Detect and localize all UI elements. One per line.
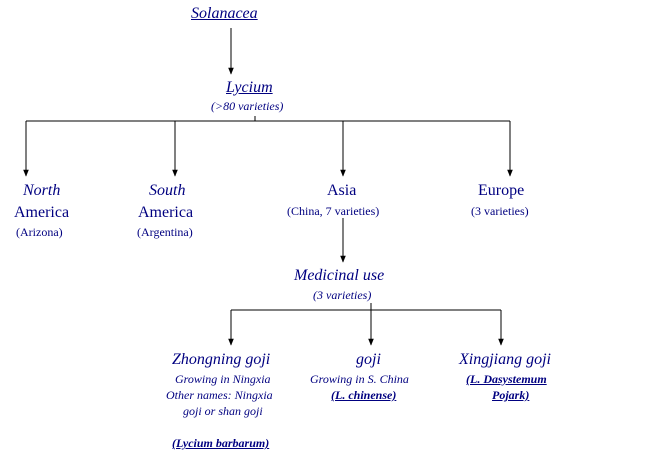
variety-xingjiang-name: Xingjiang goji xyxy=(459,351,551,368)
variety-zhongning-latin: (Lycium barbarum) xyxy=(172,436,270,450)
medicinal-note: (3 varieties) xyxy=(313,288,372,302)
region-asia-note: (China, 7 varieties) xyxy=(287,204,380,218)
variety-zhongning-name: Zhongning goji xyxy=(172,351,271,368)
region-asia-name: Asia xyxy=(327,182,357,199)
region-south-line1: South xyxy=(149,182,186,199)
root-label: Solanacea xyxy=(191,5,258,22)
region-south-line2: America xyxy=(138,204,194,221)
variety-zhongning-line1: Growing in Ningxia xyxy=(175,372,271,386)
region-south-note: (Argentina) xyxy=(137,225,193,239)
variety-xingjiang-latin-line1: (L. Dasystemum xyxy=(466,372,547,386)
variety-goji-latin: (L. chinense) xyxy=(331,388,397,402)
genus-label: Lycium xyxy=(226,79,273,96)
variety-zhongning-line3: goji or shan goji xyxy=(183,404,263,418)
region-north-line2: America xyxy=(14,204,70,221)
medicinal-label: Medicinal use xyxy=(294,267,385,284)
region-europe-note: (3 varieties) xyxy=(471,204,529,218)
region-north-note: (Arizona) xyxy=(16,225,63,239)
region-europe-name: Europe xyxy=(478,182,525,199)
variety-zhongning-line2: Other names: Ningxia xyxy=(166,388,273,402)
genus-note: (>80 varieties) xyxy=(211,99,284,113)
variety-goji-name: goji xyxy=(356,351,381,368)
region-north-line1: North xyxy=(23,182,61,199)
variety-goji-line1: Growing in S. China xyxy=(310,372,409,386)
variety-xingjiang-latin-line2: Pojark) xyxy=(492,388,530,402)
